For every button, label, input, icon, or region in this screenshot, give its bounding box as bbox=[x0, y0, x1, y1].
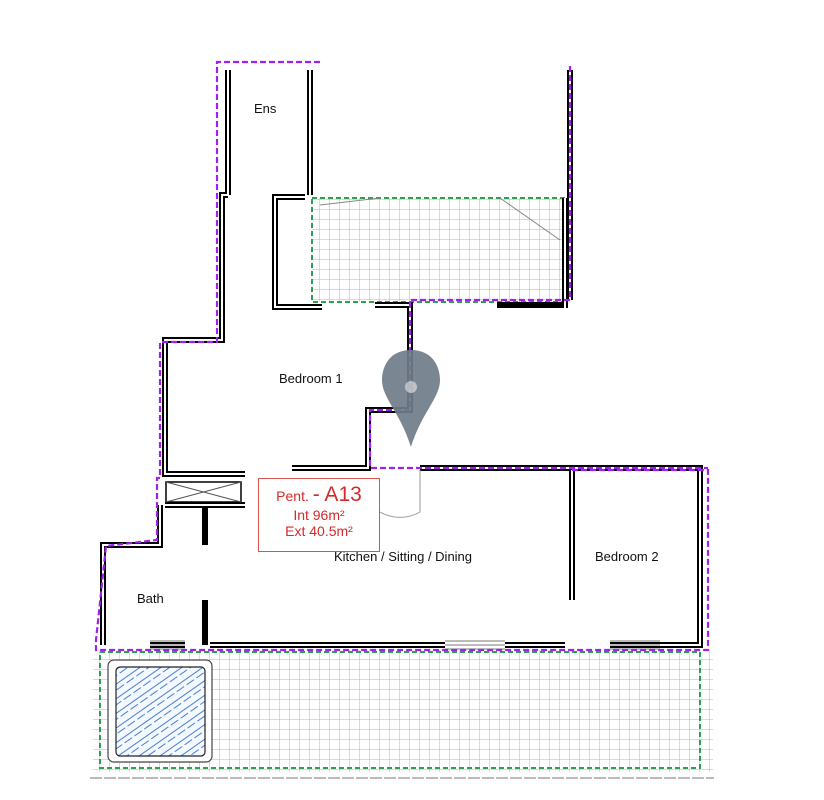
room-label-ensuite: Ens bbox=[254, 101, 277, 116]
pool bbox=[115, 666, 206, 757]
unit-external-area: Ext 40.5m² bbox=[285, 523, 353, 540]
unit-internal-area: Int 96m² bbox=[293, 507, 345, 524]
unit-prefix: Pent. bbox=[276, 488, 309, 504]
room-label-bath: Bath bbox=[137, 591, 164, 606]
room-label-bedroom-1: Bedroom 1 bbox=[279, 371, 343, 386]
lower-terrace-border bbox=[99, 651, 701, 769]
upper-terrace bbox=[312, 198, 567, 302]
map-pin-icon bbox=[382, 350, 440, 447]
room-label-kitchen: Kitchen / Sitting / Dining bbox=[334, 549, 473, 564]
unit-code: - A13 bbox=[312, 483, 362, 506]
room-label-bedroom-2: Bedroom 2 bbox=[595, 549, 659, 564]
unit-label-box: Pent. - A13 Int 96m² Ext 40.5m² bbox=[258, 478, 380, 552]
